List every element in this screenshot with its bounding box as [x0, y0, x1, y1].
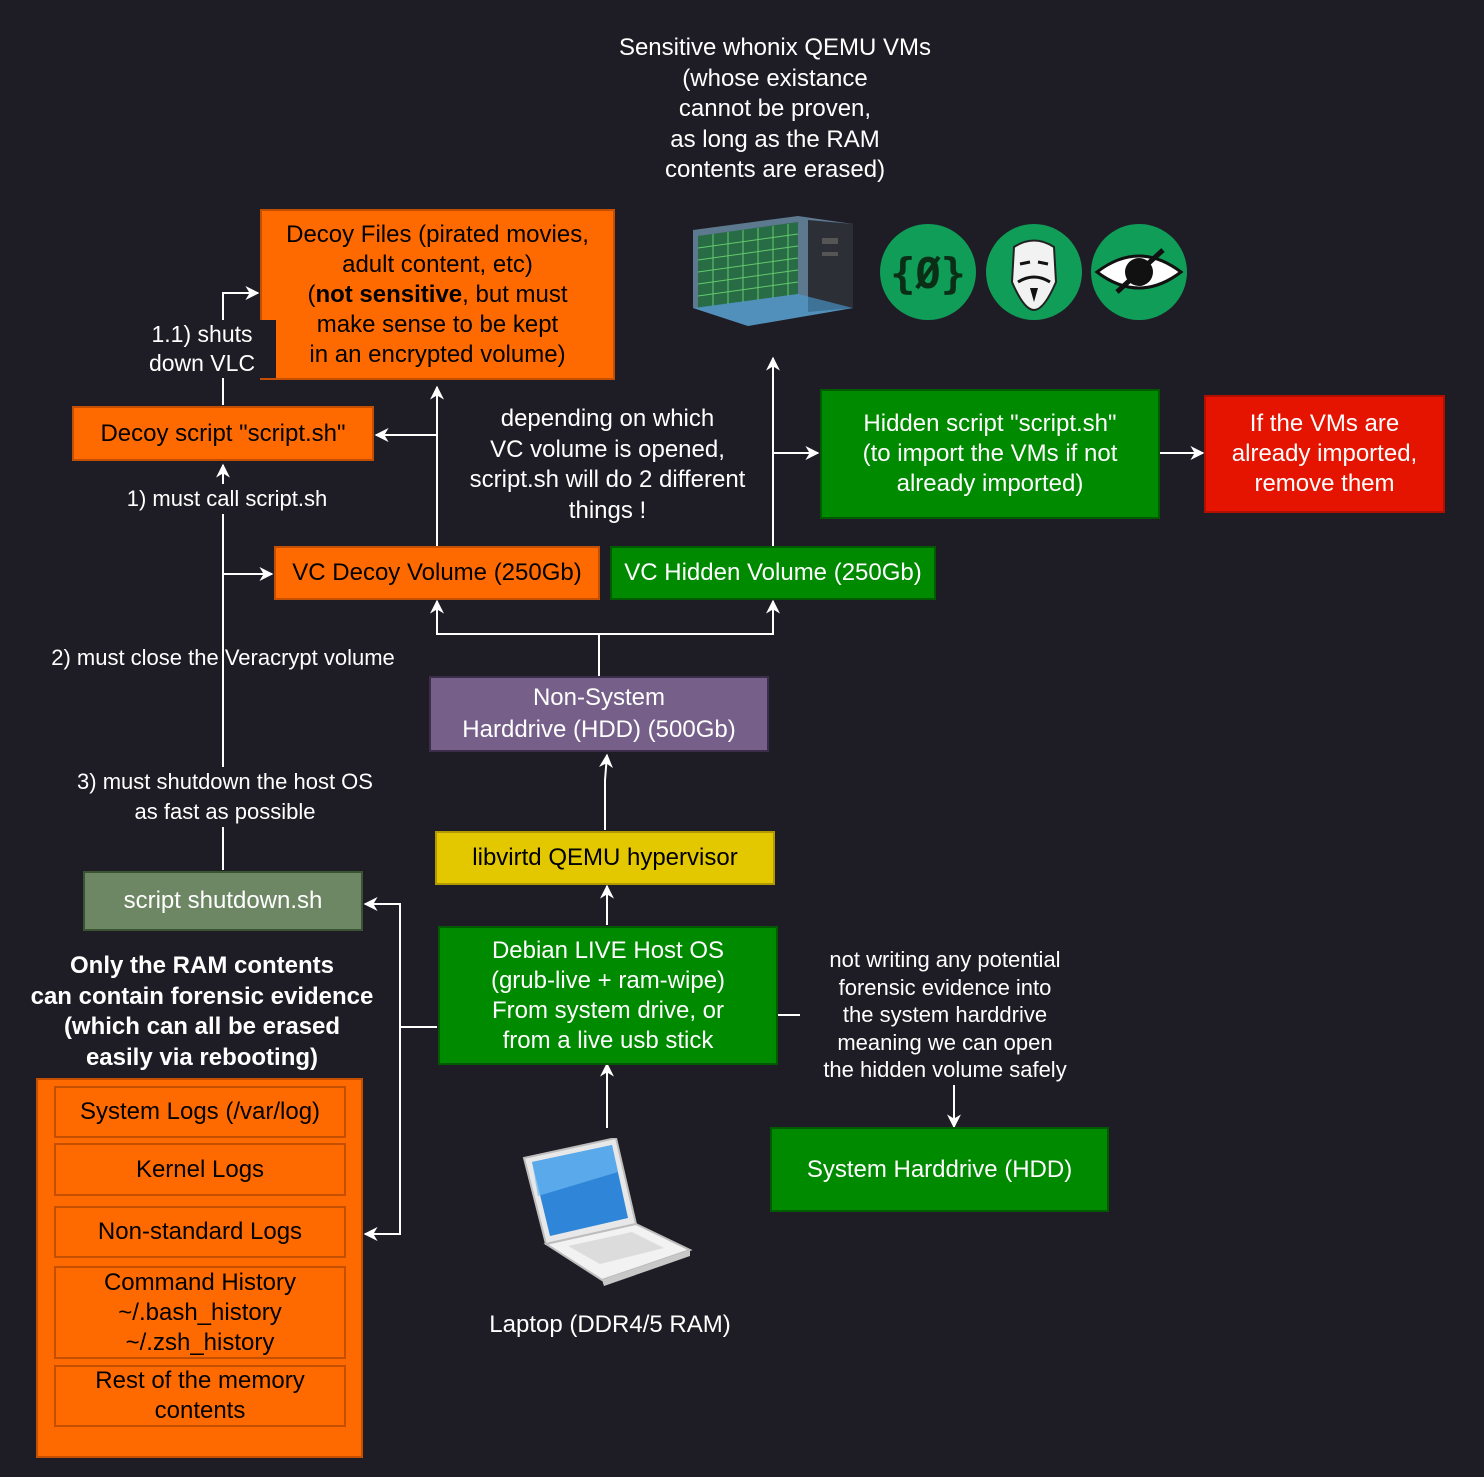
laptop-icon: [522, 1138, 693, 1286]
arrow-to-ram-list: [363, 1027, 401, 1241]
decoy-files-box: Decoy Files (pirated movies, adult conte…: [260, 209, 615, 380]
shutdown-script-box: script shutdown.sh: [83, 871, 363, 931]
laptop-label: Laptop (DDR4/5 RAM): [489, 1311, 731, 1338]
ram-heading: Only the RAM contents can contain forens…: [30, 952, 374, 1071]
vm-monitor-icon: [693, 216, 853, 326]
line-hdd-split-right: [599, 599, 780, 635]
label-shutdown-host: 3) must shutdown the host OS as fast as …: [60, 767, 390, 827]
label-must-call: 1) must call script.sh: [112, 484, 342, 514]
ram-item-rest-memory: Rest of the memory contents: [54, 1365, 346, 1427]
ram-item-command-history: Command History ~/.bash_history ~/.zsh_h…: [54, 1266, 346, 1359]
hypervisor-box: libvirtd QEMU hypervisor: [435, 831, 775, 885]
vms-title: Sensitive whonix QEMU VMs (whose existan…: [618, 34, 932, 183]
arrow-to-shutdown-script: [363, 897, 401, 1027]
ram-item-nonstandard-logs: Non-standard Logs: [54, 1206, 346, 1258]
decoy-files-line1: Decoy Files (pirated movies, adult conte…: [286, 220, 589, 278]
vc-decoy-volume: VC Decoy Volume (250Gb): [274, 546, 600, 600]
label-close-vc: 2) must close the Veracrypt volume: [51, 645, 395, 670]
ram-item-kernel-logs: Kernel Logs: [54, 1143, 346, 1196]
arrow-hypervisor-to-hdd: [599, 753, 613, 830]
non-system-hdd: Non-System Harddrive (HDD) (500Gb): [429, 676, 769, 752]
decoy-files-line2: (not sensitive, but must make sense to b…: [307, 280, 568, 368]
hidden-eye-icon: [1091, 224, 1187, 320]
ram-contents-panel: System Logs (/var/log) Kernel Logs Non-s…: [36, 1078, 363, 1458]
decoy-script-box: Decoy script "script.sh": [72, 406, 374, 461]
whonix-icon: {Ø}: [880, 224, 976, 320]
label-depending: depending on which VC volume is opened, …: [469, 405, 746, 524]
line-hdd-split: [430, 599, 600, 676]
ram-item-system-logs: System Logs (/var/log): [54, 1086, 346, 1138]
remove-vms-box: If the VMs are already imported, remove …: [1204, 395, 1445, 513]
debian-host-box: Debian LIVE Host OS (grub-live + ram-wip…: [438, 926, 778, 1065]
label-shuts-vlc: 1.1) shuts down VLC: [128, 320, 276, 378]
svg-text:{Ø}: {Ø}: [890, 249, 966, 298]
system-hdd-box: System Harddrive (HDD): [770, 1127, 1109, 1212]
anonymous-mask-icon: [986, 224, 1082, 320]
vc-hidden-volume: VC Hidden Volume (250Gb): [610, 546, 936, 600]
hidden-script-box: Hidden script "script.sh" (to import the…: [820, 389, 1160, 519]
label-not-writing: not writing any potential forensic evide…: [800, 946, 1090, 1084]
